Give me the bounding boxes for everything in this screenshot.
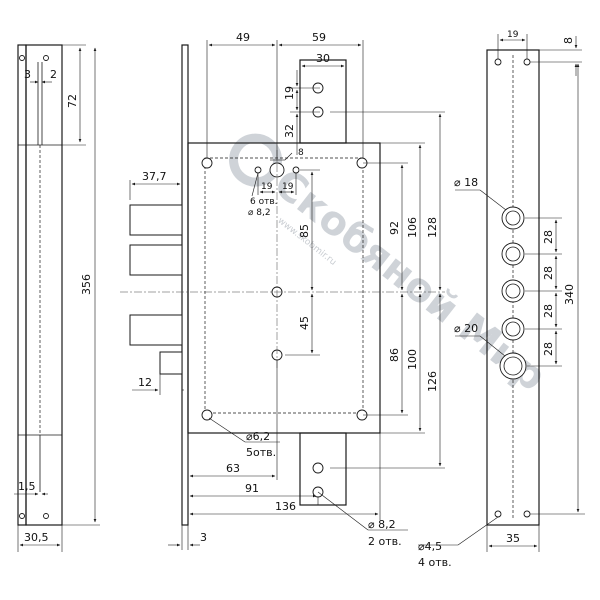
dim-32: 32 (283, 124, 296, 138)
bolt-hole (501, 242, 525, 266)
label-dia-8-2-lower: ⌀ 8,2 (368, 518, 396, 531)
strike-plate-view: 19 8 ⌀ 18 ⌀ 20 28 28 28 28 340 (418, 30, 585, 569)
dim-128: 128 (426, 217, 439, 238)
side-screw-hole (43, 55, 49, 61)
plate-screw-hole (494, 510, 502, 518)
dim-85: 85 (298, 224, 311, 238)
front-faceplate (181, 44, 189, 526)
plate-dim-28: 28 (542, 266, 555, 280)
plate-dim-19: 19 (507, 30, 519, 40)
label-dia-8-2: ⌀ 8,2 (248, 208, 271, 218)
strike-hole (312, 462, 324, 474)
dim-136: 136 (275, 500, 296, 513)
side-screw-hole (19, 55, 25, 61)
dim-106: 106 (406, 217, 419, 238)
bolt-hole (501, 279, 525, 303)
lower-strike-plate (299, 432, 347, 506)
dim-37-7: 37,7 (142, 170, 167, 183)
upper-strike-plate (299, 59, 347, 144)
side-screw-hole (19, 513, 25, 519)
bolt-hole (501, 317, 525, 341)
label-dia-4-5: ⌀4,5 (418, 540, 442, 553)
mounting-outline (204, 157, 364, 414)
dim-63: 63 (226, 462, 240, 475)
mounting-hole (201, 409, 213, 421)
dim-3-bottom: 3 (200, 531, 207, 544)
dim-8: 8 (298, 148, 304, 158)
plate-screw-hole (523, 58, 531, 66)
plate-dim-28: 28 (542, 304, 555, 318)
label-5-holes: 5отв. (246, 446, 276, 459)
dim-19-left: 19 (261, 182, 273, 192)
dim-1-5: 1,5 (18, 480, 36, 493)
bolt (129, 204, 183, 236)
label-2-holes: 2 отв. (368, 535, 402, 548)
plate-screw-hole (523, 510, 531, 518)
front-view: 49 59 30 19 32 8 37,7 19 19 6 отв. ⌀ 8,2 (120, 31, 445, 550)
mounting-hole (201, 157, 213, 169)
plate-dim-28: 28 (542, 230, 555, 244)
fix-hole (254, 166, 262, 174)
dim-45: 45 (298, 316, 311, 330)
dim-92: 92 (388, 221, 401, 235)
label-4-holes: 4 отв. (418, 556, 452, 569)
plate-dim-28: 28 (542, 342, 555, 356)
dim-72: 72 (66, 94, 79, 108)
dim-59: 59 (312, 31, 326, 44)
fix-hole (292, 166, 300, 174)
lock-body (187, 142, 381, 434)
dim-86: 86 (388, 348, 401, 362)
dim-19-top: 19 (283, 86, 296, 100)
dim-3: 3 (24, 68, 31, 81)
dim-49: 49 (236, 31, 250, 44)
latch (159, 351, 183, 375)
side-view: 3 2 72 356 1,5 30,5 (14, 44, 100, 552)
dim-19-right: 19 (282, 182, 294, 192)
plate-dim-340: 340 (563, 284, 576, 305)
dim-30: 30 (316, 52, 330, 65)
label-dia-18: ⌀ 18 (454, 176, 478, 189)
label-dia-20: ⌀ 20 (454, 322, 478, 335)
dim-100: 100 (406, 349, 419, 370)
side-body (25, 44, 63, 526)
side-faceplate (17, 44, 27, 526)
dim-126: 126 (426, 371, 439, 392)
plate-screw-hole (494, 58, 502, 66)
dim-12: 12 (138, 376, 152, 389)
dim-30-5: 30,5 (24, 531, 49, 544)
dim-91: 91 (245, 482, 259, 495)
dim-356: 356 (80, 274, 93, 295)
bolt (129, 314, 183, 346)
plate-dim-35: 35 (506, 532, 520, 545)
bolt (129, 244, 183, 276)
label-6-holes: 6 отв. (250, 197, 278, 207)
bolt-hole (501, 206, 525, 230)
strike-plate (486, 49, 540, 526)
side-screw-hole (43, 513, 49, 519)
plate-dim-8: 8 (562, 37, 575, 44)
label-dia-6-2: ⌀6,2 (246, 430, 270, 443)
dim-2: 2 (50, 68, 57, 81)
